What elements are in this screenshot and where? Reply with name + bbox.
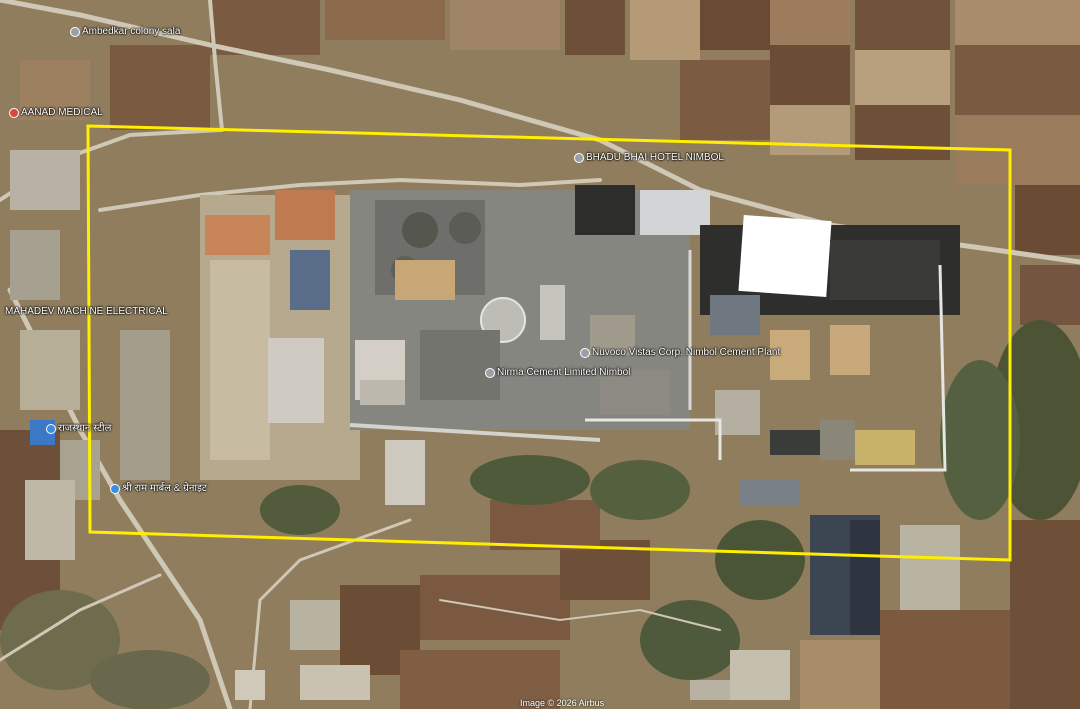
place-label-jk-cement[interactable]: Nirma Cement Limited Nimbol [497, 367, 631, 378]
cement-plant [200, 185, 960, 635]
place-label-shop-1[interactable]: राजस्थान स्टील [58, 423, 112, 434]
imagery-attribution: Image © 2026 Airbus [520, 698, 605, 708]
highlight-boundary [86, 124, 1012, 562]
place-label-shop-2[interactable]: श्री राम मार्बल & ग्रेनाइट [122, 483, 207, 494]
place-label-aanad-medical[interactable]: AANAD MEDICAL [21, 107, 103, 118]
shop-pin-icon[interactable] [46, 424, 56, 434]
place-label-bhadu-bhai-hotel[interactable]: BHADU BHAI HOTEL NIMBOL [586, 152, 724, 163]
shop-pin-icon[interactable] [110, 484, 120, 494]
medical-pin-icon[interactable] [9, 108, 19, 118]
town-buildings [10, 150, 790, 700]
place-label-ambedkar-colony[interactable]: Ambedkar colony sala [82, 26, 181, 37]
place-pin-icon[interactable] [574, 153, 584, 163]
place-pin-icon[interactable] [580, 348, 590, 358]
place-pin-icon[interactable] [70, 27, 80, 37]
place-pin-icon[interactable] [485, 368, 495, 378]
place-label-mahadev-electrical[interactable]: MAHADEV MACHINE ELECTRICAL [5, 306, 168, 317]
place-label-nuvoco-plant[interactable]: Nuvoco Vistas Corp. Nimbol Cement Plant [592, 347, 781, 358]
vegetation [0, 320, 1080, 709]
